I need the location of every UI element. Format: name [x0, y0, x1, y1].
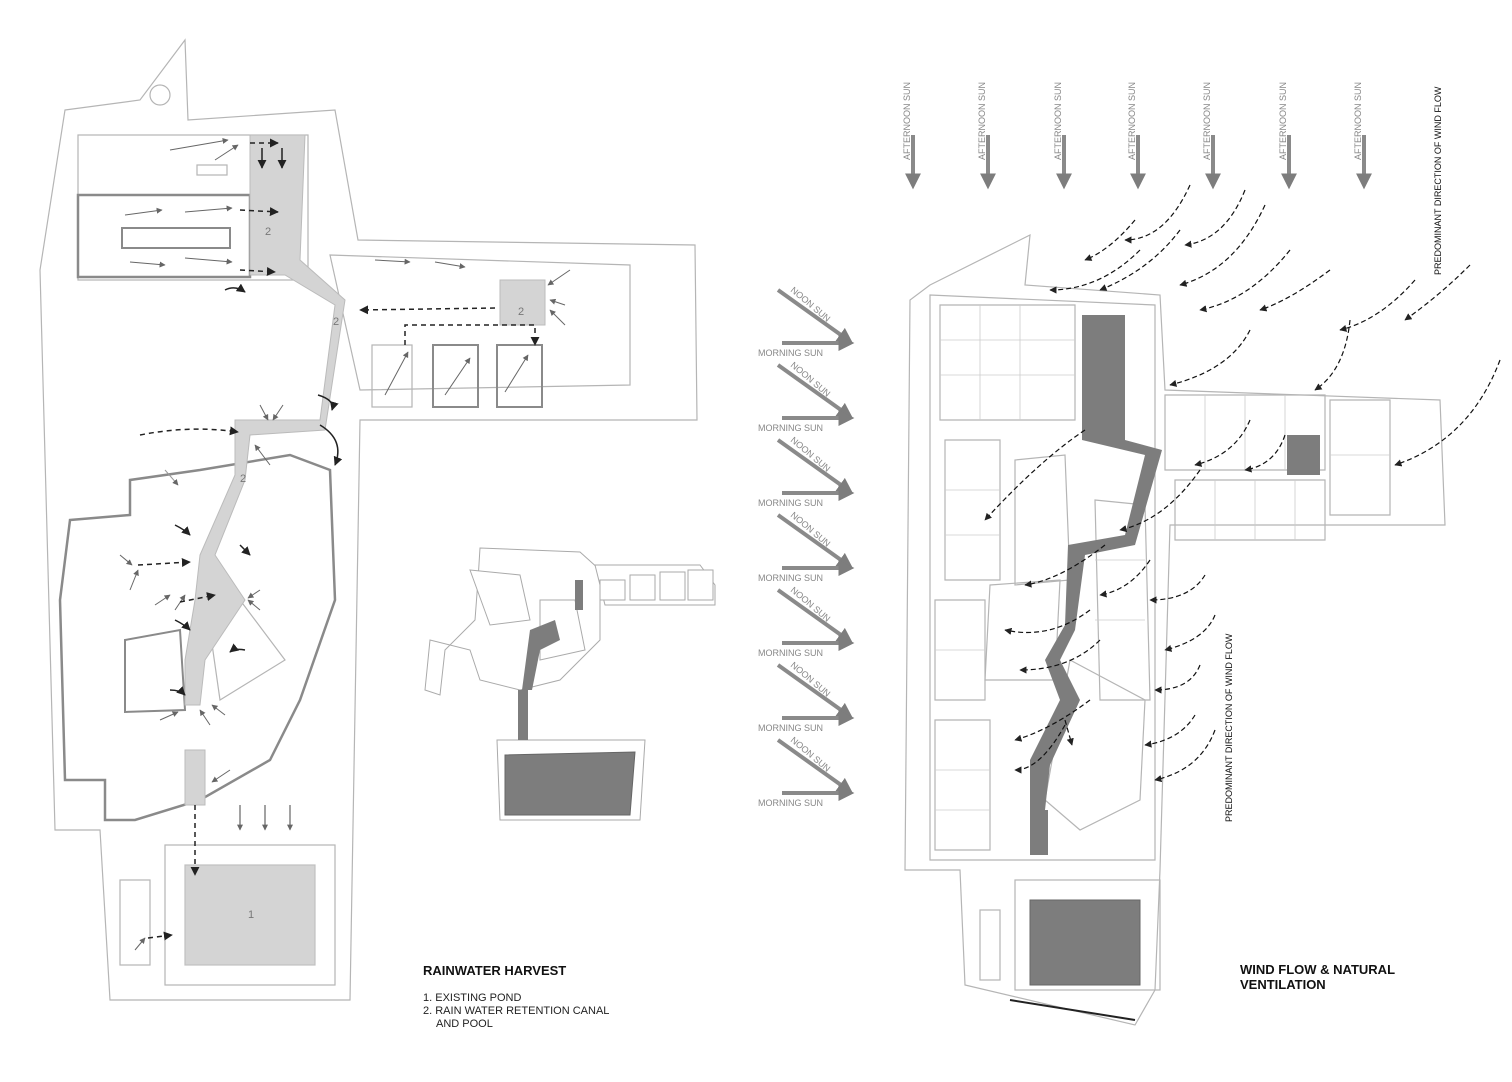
canal-number: 2	[333, 316, 339, 328]
noon-sun-arrow	[776, 663, 854, 719]
rainwater-legend-item: 1. EXISTING POND	[423, 992, 521, 1004]
site-boundary-right	[904, 233, 1446, 1026]
ventilation-heading-line1: WIND FLOW & NATURAL	[1240, 962, 1395, 977]
canal-number: 2	[518, 306, 524, 318]
rainwater-plan	[39, 38, 698, 1001]
noon-sun-arrow	[776, 588, 854, 644]
afternoon-sun-label: AFTERNOON SUN	[1127, 82, 1137, 160]
site-round-feature	[149, 84, 171, 106]
ventilation-canal	[1030, 315, 1162, 810]
tank-2	[432, 344, 479, 408]
axon-canal	[522, 620, 560, 690]
axon-pond	[504, 751, 636, 816]
wind-direction-label: PREDOMINANT DIRECTION OF WIND FLOW	[1433, 86, 1443, 275]
noon-sun-arrow	[776, 288, 854, 344]
axon-canal-north	[575, 580, 583, 610]
plan-room-grid	[935, 305, 1390, 811]
morning-sun-label: MORNING SUN	[758, 423, 823, 433]
existing-pond-left	[184, 864, 316, 966]
small-box	[196, 164, 228, 176]
pond-number: 1	[248, 909, 254, 921]
site-boundary-left	[39, 38, 698, 1001]
east-wing	[329, 254, 631, 391]
afternoon-sun-label: AFTERNOON SUN	[1053, 82, 1063, 160]
afternoon-sun-label: AFTERNOON SUN	[902, 82, 912, 160]
tank-1	[371, 344, 413, 408]
canal-segment-south	[184, 749, 206, 806]
ventilation-heading-line2: VENTILATION	[1240, 977, 1326, 992]
ventilation-canal-south	[1030, 810, 1048, 855]
flow-arrows-dark-left	[169, 148, 343, 696]
afternoon-sun-arrows: AFTERNOON SUN AFTERNOON SUN AFTERNOON SUN A…	[902, 82, 1372, 190]
flow-arrows-left	[119, 137, 571, 951]
south-edge-line	[1009, 999, 1136, 1021]
noon-sun-arrow	[776, 363, 854, 419]
rainwater-heading: RAINWATER HARVEST	[423, 963, 566, 978]
canal-number: 2	[265, 226, 271, 238]
morning-sun-label: MORNING SUN	[758, 498, 823, 508]
dashed-flow-left	[137, 138, 540, 941]
morning-sun-label: MORNING SUN	[758, 648, 823, 658]
ventilation-plan	[904, 233, 1446, 1026]
retention-canal-left	[184, 134, 346, 706]
north-court-pool	[121, 227, 231, 249]
noon-sun-arrow	[776, 738, 854, 794]
ventilation-canal-east	[1287, 435, 1320, 475]
tank-3	[496, 344, 543, 408]
afternoon-sun-label: AFTERNOON SUN	[1202, 82, 1212, 160]
wind-flow-arrows	[984, 184, 1501, 783]
afternoon-sun-label: AFTERNOON SUN	[1278, 82, 1288, 160]
south-block-outline	[58, 453, 337, 822]
morning-sun-label: MORNING SUN	[758, 723, 823, 733]
inner-block	[124, 628, 187, 714]
afternoon-sun-label: AFTERNOON SUN	[1353, 82, 1363, 160]
rainwater-legend-item: AND POOL	[436, 1018, 493, 1030]
wind-direction-label: PREDOMINANT DIRECTION OF WIND FLOW	[1224, 633, 1234, 822]
axon-canal-link	[518, 690, 528, 740]
afternoon-sun-label: AFTERNOON SUN	[977, 82, 987, 160]
morning-sun-label: MORNING SUN	[758, 573, 823, 583]
canal-node-east	[499, 279, 546, 326]
existing-pond-right	[1029, 899, 1141, 986]
side-structure	[119, 879, 151, 966]
axonometric-model	[424, 547, 716, 821]
noon-sun-arrow	[776, 438, 854, 494]
morning-sun-label: MORNING SUN	[758, 348, 823, 358]
rainwater-legend-item: 2. RAIN WATER RETENTION CANAL	[423, 1005, 609, 1017]
noon-sun-arrow	[776, 513, 854, 569]
canal-number: 2	[240, 473, 246, 485]
morning-sun-label: MORNING SUN	[758, 798, 823, 808]
canal-pool-surround	[164, 844, 336, 986]
